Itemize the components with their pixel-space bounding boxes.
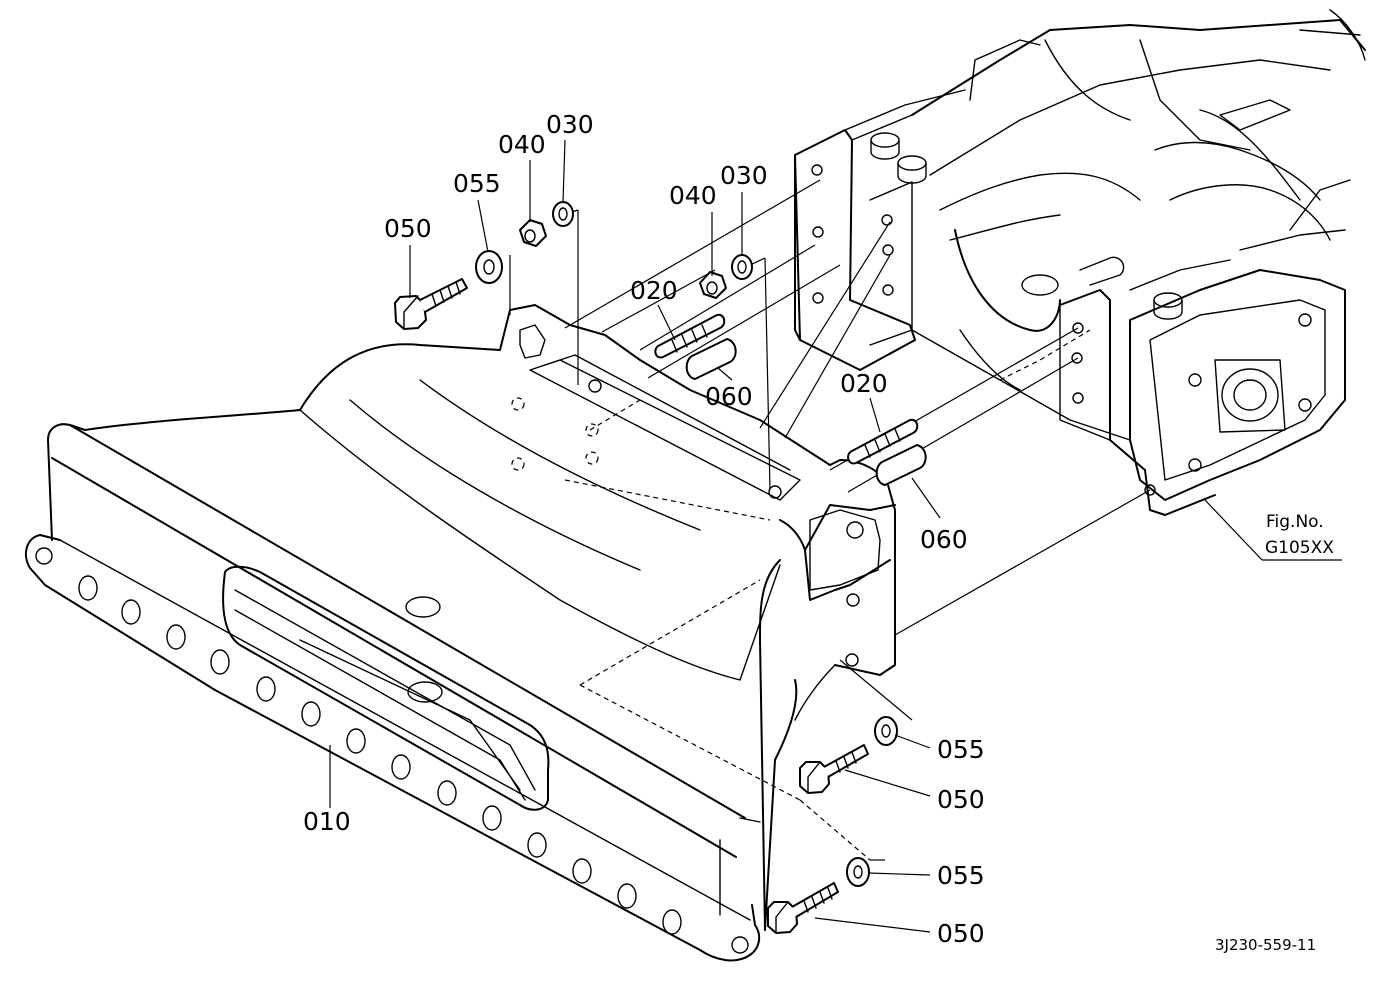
label-040-mid: 040 <box>669 181 717 210</box>
nut-040-upper-left <box>519 219 547 247</box>
label-030-mid: 030 <box>720 161 768 190</box>
label-060-lower: 060 <box>920 525 968 554</box>
label-050-lower: 050 <box>937 919 985 948</box>
part-labels: 050 055 040 030 020 040 030 060 020 060 … <box>303 110 1334 954</box>
dowel-060-upper <box>685 338 737 380</box>
spring-washer-030-upper-left <box>552 201 574 227</box>
front-bracket-drawing <box>24 304 896 962</box>
bolt-050-lower <box>767 882 839 934</box>
label-055-lower: 055 <box>937 861 985 890</box>
label-055-upper: 055 <box>453 169 501 198</box>
label-020-lower: 020 <box>840 369 888 398</box>
label-010: 010 <box>303 807 351 836</box>
drawing-code: 3J230-559-11 <box>1215 936 1316 954</box>
dowel-060-lower <box>875 444 927 486</box>
spring-washer-030-mid <box>731 254 753 280</box>
stud-020-lower <box>847 418 919 465</box>
fasteners-drawing <box>394 201 927 934</box>
bolt-hole-row <box>78 575 682 935</box>
label-040-upper: 040 <box>498 130 546 159</box>
label-060-upper: 060 <box>705 382 753 411</box>
label-020-upper: 020 <box>630 276 678 305</box>
bolt-050-mid <box>799 744 869 794</box>
washer-055-lower <box>846 857 870 887</box>
assembly-centerlines <box>509 179 1151 861</box>
washer-055-mid <box>874 716 898 746</box>
nut-040-mid <box>699 271 727 299</box>
washer-055-upper <box>475 250 503 284</box>
label-030-upper: 030 <box>546 110 594 139</box>
fig-number[interactable]: G105XX <box>1265 538 1334 558</box>
transmission-frame-drawing <box>794 9 1366 516</box>
bolt-050-upper <box>394 278 468 330</box>
label-055-mid: 055 <box>937 735 985 764</box>
fig-no-label: Fig.No. <box>1266 512 1324 532</box>
stud-020-upper <box>654 313 726 359</box>
leader-lines <box>329 139 1342 933</box>
label-050-upper: 050 <box>384 214 432 243</box>
label-050-mid: 050 <box>937 785 985 814</box>
